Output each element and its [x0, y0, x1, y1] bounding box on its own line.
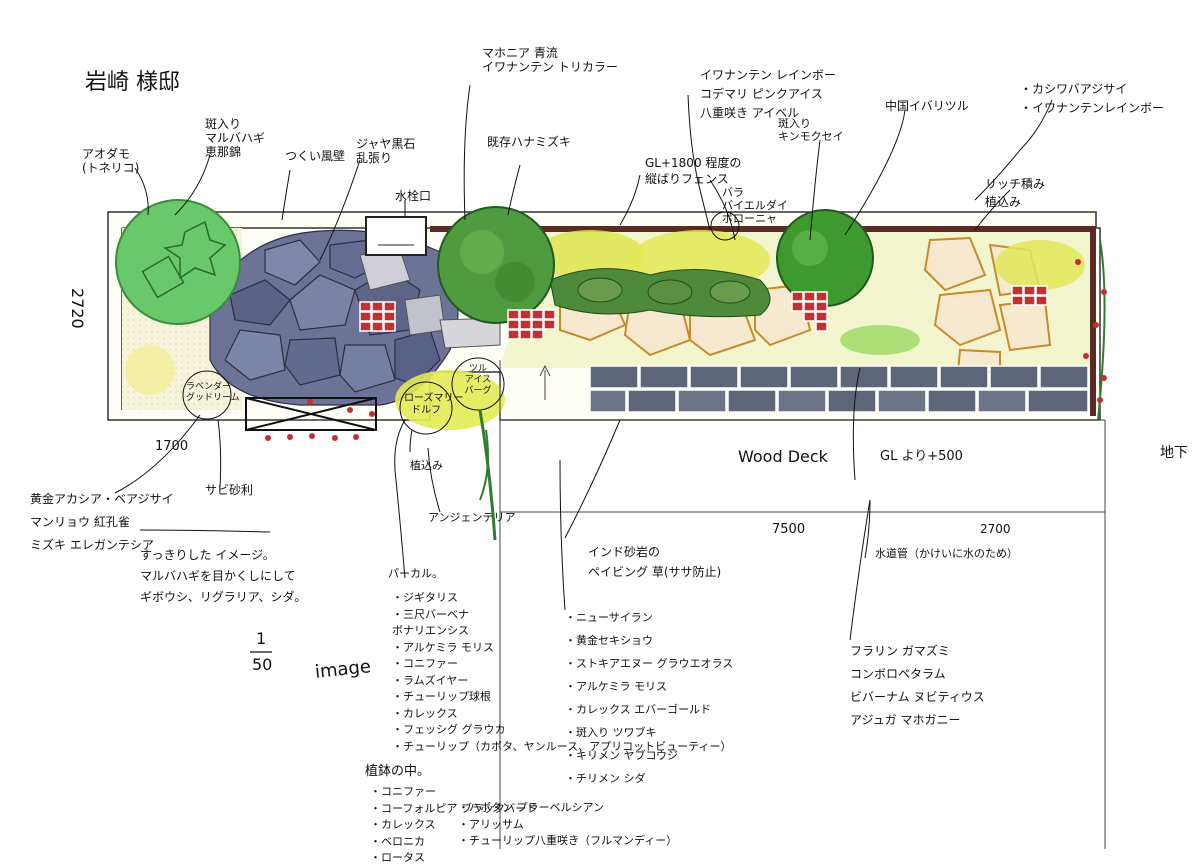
list-item: ・フェッシグ グラウカ	[392, 723, 506, 736]
label-fuiri-kinmokusei: 斑入り キンモクセイ	[778, 117, 844, 143]
list-item: ・コニファー	[370, 785, 436, 798]
fence-line	[430, 226, 1096, 416]
list-item: ・コーフォルピア ブラックバード	[370, 801, 538, 815]
brick-planters	[359, 285, 1048, 340]
label-perennial: パーカル。	[388, 567, 443, 580]
tree-aodamo	[115, 199, 241, 325]
list-item: ・コニファー	[392, 657, 458, 670]
list-item: ・ラムズイヤー	[392, 673, 469, 687]
plant-circles	[182, 211, 740, 435]
center-plant-list: ・ニューサイラン ・黄金セキショウ ・ストキアエヌー グラウエオラス ・アルケミ…	[565, 606, 733, 790]
rose-trellis-left	[245, 397, 377, 441]
list-item: ・チューリップ球根	[392, 690, 491, 703]
label-sukkiri: すっきりした イメージ。 マルバハギを目かくしにして ギボウシ、リグラリア、シダ…	[140, 548, 307, 604]
list-item: ・ジギタリス	[392, 591, 458, 604]
trees	[115, 199, 874, 325]
chika-label: 地下	[1160, 445, 1188, 461]
label-gl1800: GL+1800 程度の 縦ばりフェンス	[645, 156, 742, 186]
dim-middle-width: 7500	[772, 522, 806, 537]
list-item: ・斑入り ツワブキ	[565, 726, 657, 739]
shrub-row	[549, 268, 771, 318]
list-item: ・カレックス	[392, 706, 458, 720]
planter-list-b: ・ハボタン プラーベルシアン ・アリッサム ・チューリップ八重咲き（フルマンディ…	[458, 800, 677, 850]
gl500-label: GL より+500	[880, 449, 963, 464]
list-item: ・ハボタン プラーベルシアン	[458, 801, 605, 814]
list-item: ・アリッサム	[458, 817, 524, 831]
planter-heading: 植鉢の中。	[365, 764, 431, 779]
list-item: ・アルケミラ モリス	[565, 680, 668, 693]
list-item: ・チューリップ八重咲き（フルマンディー）	[458, 834, 678, 847]
label-indo: インド砂岩の ペイビング 草(ササ防止)	[588, 545, 722, 579]
label-uekomi: 植込み	[410, 459, 443, 472]
list-item: ビバーナム ヌビティウス	[850, 690, 985, 704]
label-fuiri-malva: 斑入り マルバハギ 恵那錦	[205, 117, 266, 159]
tsuru-label: ツル アイス バーグ	[464, 364, 492, 396]
rosemary-label: ローズマリー ドルフ	[404, 393, 464, 416]
label-anzu: アンジェンテリア	[428, 511, 516, 524]
leader-lines	[114, 84, 1053, 641]
list-item: ・アルケミラ モリス	[392, 640, 495, 654]
list-item: ・黄金セキショウ	[565, 634, 653, 647]
block-paving	[589, 365, 1089, 413]
list-item: ・ニューサイラン	[565, 611, 653, 624]
label-kashiwaba: ・カシワバアジサイ ・イワナンテンレインボー	[1020, 82, 1165, 115]
dim-left-height: 2720	[68, 288, 87, 329]
list-item: ・三尺バーベナ	[392, 607, 469, 621]
label-tsukui: つくい風壁	[285, 149, 346, 163]
scale-numerator: 1	[256, 629, 267, 648]
dim-left-width: 1700	[155, 439, 189, 454]
list-item: コンボロペタラム	[850, 667, 946, 681]
list-item: フラリン ガマズミ	[850, 644, 950, 658]
list-item: ・カレックス エバーゴールド	[565, 703, 712, 716]
list-item: ・チリメン シダ	[565, 772, 646, 785]
perennial-list: ・ジギタリス ・三尺バーベナ ボナリエンシス ・アルケミラ モリス ・コニファー…	[392, 590, 731, 755]
scale-denominator: 50	[252, 655, 273, 674]
grass-stem	[478, 409, 497, 541]
label-sabi: サビ砂利	[205, 483, 254, 497]
list-item: ・ベロニカ	[370, 834, 425, 848]
label-ougon: 黄金アカシア・ベアジサイ マンリョウ 紅孔雀 ミズキ エレガンテシア	[30, 492, 174, 552]
label-jaya: ジャヤ黒石 乱張り	[356, 137, 416, 165]
label-iwanan-rainbow: イワナンテン レインボー コデマリ ピンクアイス 八重咲き アイベル	[700, 68, 836, 120]
wood-deck-area	[499, 360, 1106, 849]
wood-deck-label: Wood Deck	[738, 447, 828, 466]
list-item: ・チューリップ（カボタ、ヤンルース、アプリコットビューティー）	[392, 739, 732, 753]
label-bara: バラ バイエルダイ ボローニャ	[722, 186, 788, 225]
right-plant-list: フラリン ガマズミ コンボロペタラム ビバーナム ヌビティウス アジュガ マホガ…	[850, 640, 985, 732]
list-item: ・キリメン ヤブコウジ	[565, 749, 679, 762]
faucet-box	[365, 216, 427, 256]
label-rokka: リッチ積み 植込み	[985, 177, 1046, 209]
label-aodamo: アオダモ (トネリコ)	[82, 147, 140, 175]
label-kijon: 既存ハナミズキ	[487, 135, 572, 149]
list-item: ・ストキアエヌー グラウエオラス	[565, 657, 734, 670]
list-item: ・カレックス	[370, 818, 436, 831]
list-item: ・ロータス	[370, 851, 425, 864]
list-item: アジュガ マホガニー	[850, 713, 961, 727]
dim-right-width: 2700	[980, 522, 1011, 536]
label-mahonia: マホニア 青流 イワナンテン トリカラー	[482, 46, 618, 74]
rose-vine-right	[1075, 239, 1107, 421]
client-title: 岩崎 様邸	[85, 70, 180, 95]
list-item: ボナリエンシス	[392, 624, 469, 637]
label-china-ivy: 中国イバリツル	[885, 99, 969, 113]
garden-plan-drawing	[107, 84, 1107, 849]
label-suido-pipe: 水道管（かけいに水のため）	[875, 547, 1018, 560]
lavender-label: ラベンダー グッドリーム	[186, 382, 240, 403]
label-suidou: 水栓口	[395, 189, 432, 203]
